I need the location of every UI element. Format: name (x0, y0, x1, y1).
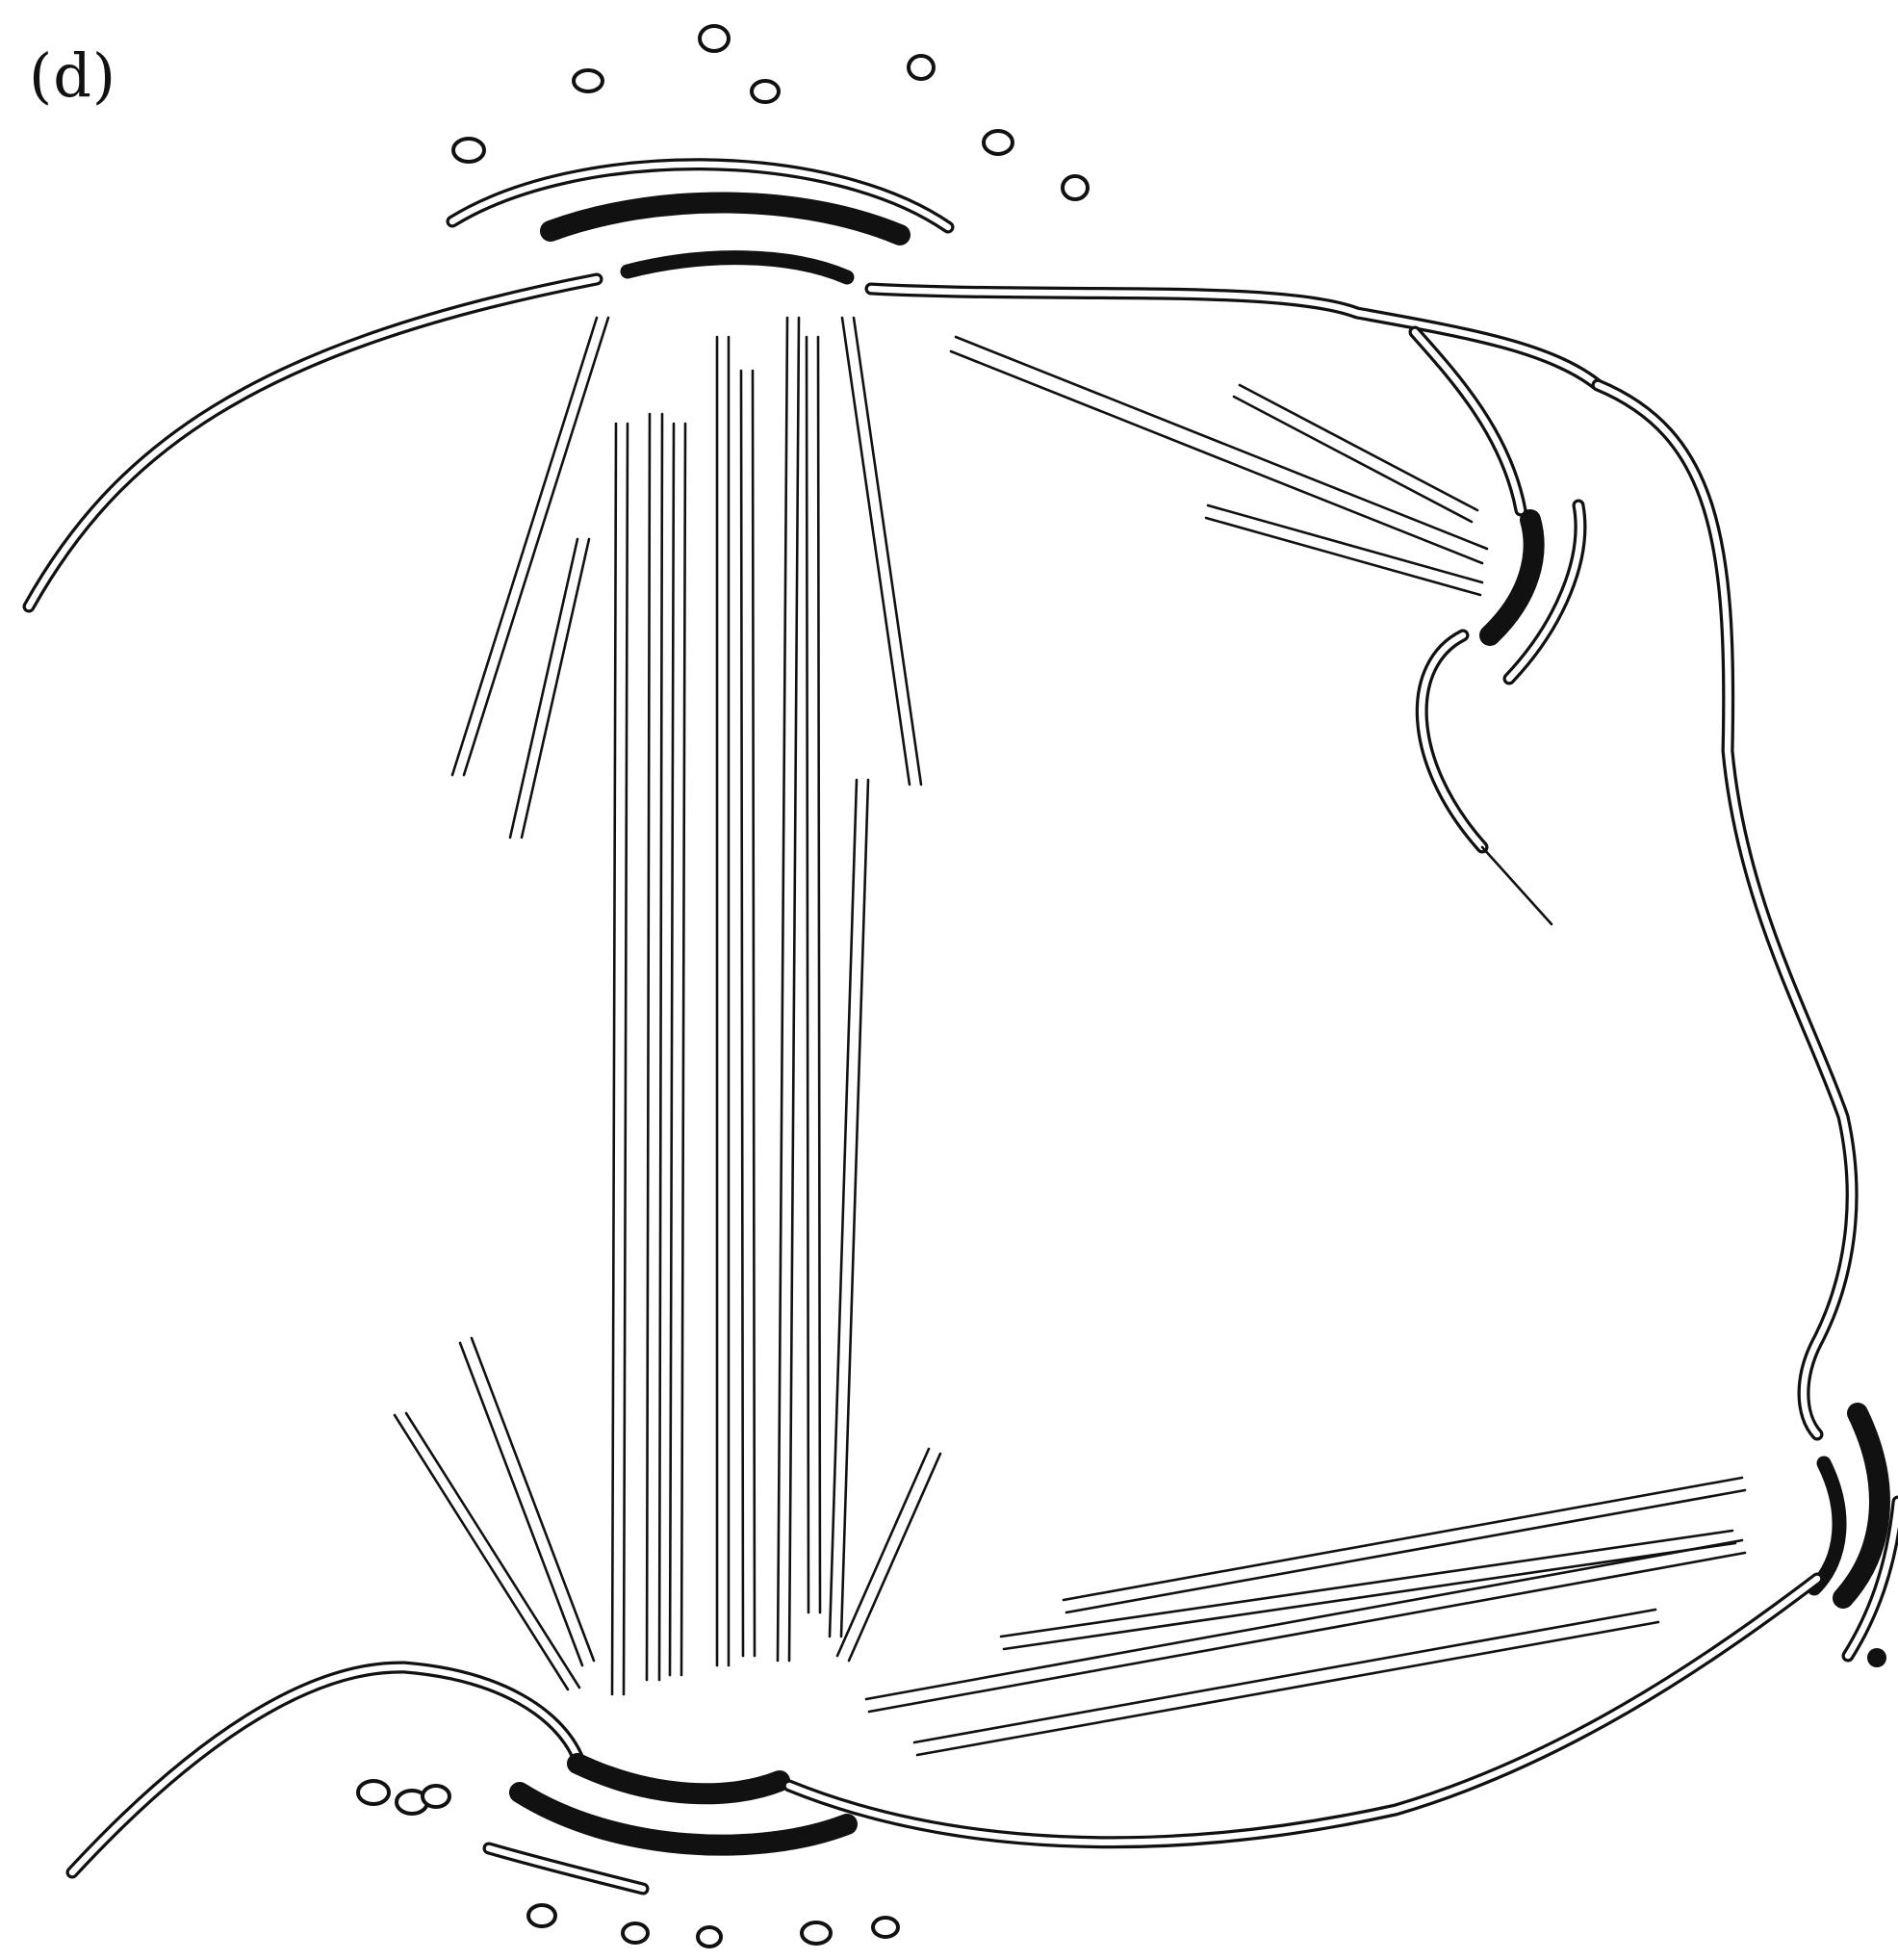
lower-vesicle (528, 1905, 555, 1926)
right-lower-inner-plate (1814, 1463, 1839, 1588)
upper-vesicle (909, 56, 934, 79)
lower-envelope-left (72, 1667, 577, 1872)
upper-vesicle (752, 81, 779, 102)
right-upper-pole (1415, 332, 1580, 924)
fiber (1208, 505, 1482, 582)
fiber (778, 318, 787, 1661)
lower-envelope-right (789, 1579, 1817, 1843)
upper-pole-dense-plate-outer (551, 202, 900, 235)
right-lower-dot (1867, 1648, 1886, 1667)
lower-vesicle (623, 1923, 648, 1943)
lower-vesicle (698, 1927, 721, 1947)
fiber (395, 1415, 568, 1689)
fiber (741, 371, 743, 1656)
upper-pole (29, 165, 1598, 606)
lower-vesicle (358, 1781, 389, 1804)
upper-envelope-left (29, 279, 597, 606)
central-spindle (612, 318, 868, 1694)
right-envelope (1598, 385, 1852, 1434)
upper-vesicle (700, 26, 729, 51)
fiber (914, 1610, 1655, 1742)
fiber (837, 1449, 929, 1656)
fiber (647, 414, 650, 1680)
right-upper-stalk (1415, 332, 1521, 510)
lower-vesicle (873, 1918, 898, 1937)
right-envelope-path (1598, 385, 1852, 1434)
lower-vesicle (802, 1922, 831, 1944)
right-lower-pole (1814, 1413, 1898, 1667)
upper-vesicle (1063, 176, 1088, 199)
upper-pole-dense-plate-inner (628, 258, 847, 277)
fiber (807, 337, 808, 1612)
right-upper-tail (1482, 847, 1552, 924)
fiber (670, 424, 674, 1675)
fiber (1064, 1478, 1742, 1600)
lower-pole (72, 1579, 1817, 1889)
lower-vesicle (423, 1786, 449, 1807)
right-upper-dense-plate (1490, 520, 1534, 635)
fiber (612, 424, 616, 1694)
fiber (510, 539, 577, 838)
upper-vesicle (984, 131, 1013, 154)
fiber (956, 337, 1487, 549)
lower-pole-dense-plate-inner (577, 1764, 780, 1793)
upper-vesicle (574, 70, 603, 91)
panel-label: (d) (29, 40, 116, 111)
right-lower-dense-plate (1843, 1413, 1880, 1598)
lower-fibers (395, 1338, 1745, 1755)
fiber (830, 780, 857, 1637)
upper-fibers (452, 318, 1487, 838)
fiber (866, 1540, 1742, 1699)
fiber (1240, 385, 1477, 510)
fiber (842, 318, 910, 785)
lower-vesicles (358, 1781, 898, 1947)
upper-vesicle (453, 139, 484, 162)
